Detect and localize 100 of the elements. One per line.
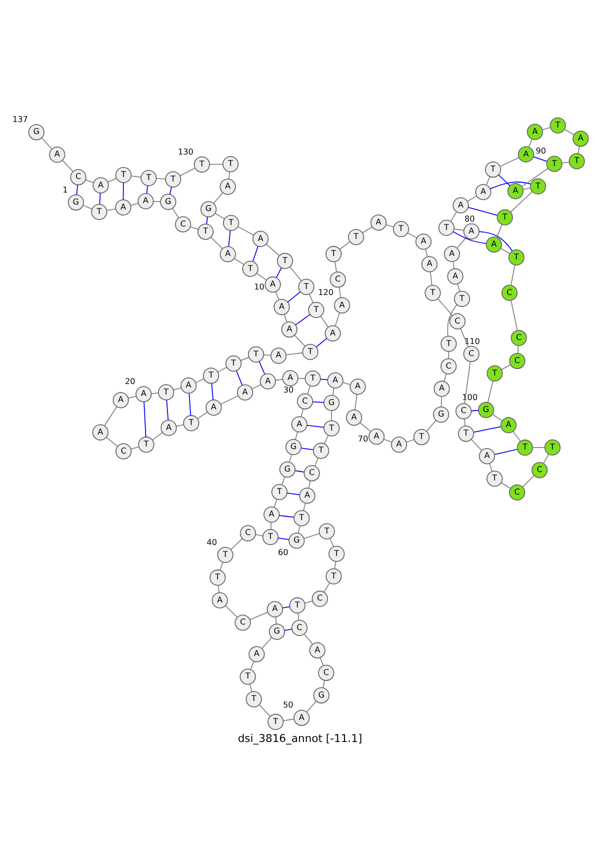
- node-circle: C: [330, 271, 346, 288]
- connector: [287, 291, 301, 302]
- node-label: 1: [62, 184, 68, 194]
- connector: [270, 521, 272, 530]
- connector: [532, 446, 546, 448]
- connector: [478, 230, 513, 251]
- connector: [106, 208, 116, 210]
- connector: [263, 354, 272, 356]
- connector: [512, 430, 521, 442]
- node-label: 30: [283, 384, 294, 394]
- connector: [258, 704, 271, 716]
- node-circle: T: [140, 169, 157, 186]
- node-circle: A: [507, 182, 524, 199]
- node-circle: A: [270, 347, 287, 364]
- connector: [169, 186, 172, 194]
- connector: [308, 480, 311, 488]
- connector: [331, 410, 332, 420]
- connector: [156, 178, 166, 179]
- connector: [407, 232, 418, 238]
- node-circle: C: [296, 392, 314, 409]
- connector: [255, 534, 264, 536]
- node-circle: T: [276, 252, 294, 268]
- node-circle: T: [183, 414, 200, 431]
- node-circle: A: [327, 372, 344, 388]
- node-circle: G: [68, 194, 84, 210]
- connector: [522, 187, 531, 190]
- node-circle: T: [202, 367, 220, 384]
- node-circle: C: [234, 614, 251, 630]
- node-circle: T: [328, 545, 345, 562]
- node-circle: A: [138, 192, 154, 209]
- connector: [220, 561, 224, 570]
- connector: [224, 604, 238, 618]
- node-circle: T: [440, 335, 457, 352]
- connector: [457, 282, 460, 292]
- node-circle: A: [421, 256, 438, 272]
- connector: [496, 224, 502, 238]
- node-label: 100: [462, 391, 478, 402]
- connector: [228, 170, 230, 180]
- node-circle: T: [568, 152, 585, 169]
- connector: [130, 175, 142, 178]
- connector: [360, 422, 371, 432]
- connector: [228, 230, 231, 246]
- node-circle: A: [463, 222, 480, 239]
- node-circle: T: [508, 248, 524, 265]
- connector: [383, 438, 392, 442]
- node-circle: T: [240, 668, 256, 684]
- node-circle: G: [288, 532, 305, 548]
- connector: [210, 236, 223, 248]
- connector: [450, 211, 457, 222]
- node-circle: T: [271, 483, 288, 500]
- connector: [426, 419, 436, 432]
- node-circle: T: [246, 690, 262, 707]
- node-circle: A: [368, 428, 385, 444]
- connector: [62, 159, 74, 172]
- node-circle: C: [510, 329, 527, 346]
- connector: [338, 286, 342, 298]
- node-circle: T: [550, 116, 566, 133]
- node-circle: T: [413, 428, 430, 445]
- connector: [252, 384, 262, 389]
- node-label: 50: [282, 699, 294, 710]
- connector: [500, 156, 520, 166]
- node-circle: C: [456, 402, 472, 419]
- connector: [286, 492, 300, 495]
- connector: [282, 476, 286, 485]
- node-label: 60: [278, 546, 288, 556]
- connector: [237, 226, 254, 236]
- connector: [430, 270, 432, 286]
- connector: [214, 212, 225, 219]
- node-circle: A: [415, 233, 432, 250]
- connector: [452, 230, 487, 244]
- node-circle: T: [304, 370, 321, 386]
- node-label: 70: [358, 433, 368, 444]
- node-circle: G: [268, 623, 286, 640]
- connector: [521, 167, 548, 187]
- connector: [275, 616, 277, 624]
- connector: [153, 200, 161, 202]
- node-circle: A: [260, 372, 276, 389]
- node-circle: A: [447, 268, 464, 284]
- connector: [266, 243, 280, 256]
- node-circle: A: [49, 146, 66, 162]
- connector: [197, 411, 208, 419]
- node-circle: A: [115, 198, 132, 216]
- connector: [473, 426, 502, 432]
- node-circle: A: [324, 324, 341, 341]
- node-circle: A: [266, 600, 283, 617]
- connector: [275, 378, 284, 380]
- connector: [230, 538, 243, 550]
- connector: [295, 314, 310, 325]
- connector: [130, 446, 140, 450]
- node-circle: A: [299, 487, 316, 504]
- connector: [532, 156, 548, 162]
- node-circle: A: [252, 230, 269, 246]
- node-circle: A: [220, 246, 236, 262]
- node-circle: C: [449, 312, 466, 329]
- connector: [274, 498, 278, 508]
- connector: [220, 394, 239, 404]
- connector: [444, 372, 447, 382]
- node-circle: T: [348, 228, 364, 245]
- connector: [213, 192, 224, 204]
- connector: [282, 718, 294, 721]
